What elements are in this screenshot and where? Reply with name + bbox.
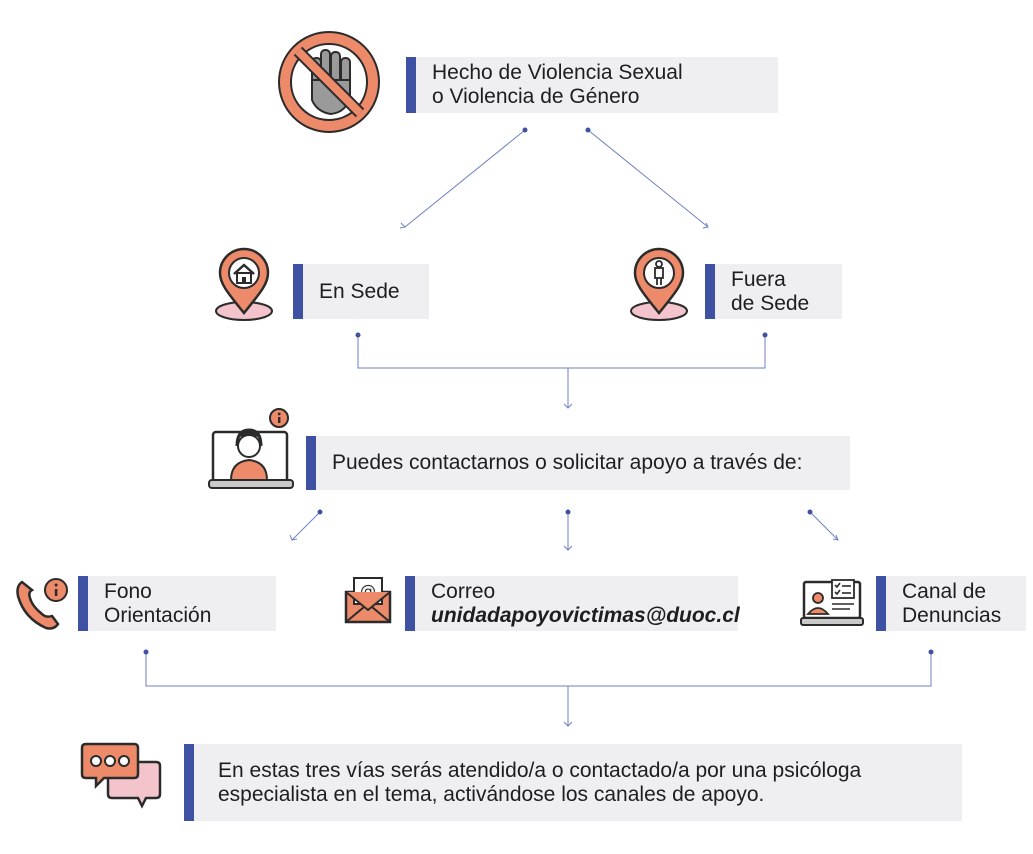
chat-bubbles-icon (80, 740, 164, 810)
canal-line2: Denuncias (902, 603, 1002, 627)
start-box: Hecho de Violencia Sexual o Violencia de… (406, 57, 778, 113)
phone-info-icon (12, 572, 72, 634)
connector-contact-canal (809, 511, 839, 541)
connector-start-fuera-sede (587, 129, 709, 228)
correo-line1: Correo (431, 579, 496, 603)
fono-line2: Orientación (104, 603, 212, 627)
contact-box: Puedes contactarnos o solicitar apoyo a … (306, 436, 850, 490)
person-location-pin-icon (627, 245, 691, 323)
accent-bar (406, 57, 416, 113)
fono-line1: Fono (104, 579, 152, 603)
correo-box: Correo unidadapoyovictimas@duoc.cl (405, 576, 740, 631)
connector-contact-fono (291, 511, 321, 541)
canal-box: Canal de Denuncias (876, 576, 1026, 631)
correo-email-link[interactable]: unidadapoyovictimas@duoc.cl (431, 603, 740, 627)
fono-box: Fono Orientación (78, 576, 276, 631)
start-line2: o Violencia de Género (432, 85, 640, 108)
stop-hand-icon (277, 30, 381, 134)
en-sede-label: En Sede (319, 279, 400, 303)
result-line1: En estas tres vías serás atendido/a o co… (218, 758, 862, 782)
canal-line1: Canal de (902, 579, 987, 603)
accent-bar (306, 436, 316, 490)
accent-bar (293, 264, 303, 319)
accent-bar (876, 576, 886, 631)
home-location-pin-icon (212, 245, 276, 323)
connector-start-en-sede (404, 129, 526, 228)
fuera-sede-line2: de Sede (731, 291, 810, 315)
en-sede-box: En Sede (293, 264, 429, 319)
accent-bar (405, 576, 415, 631)
connector-merge-channels (145, 652, 932, 687)
result-line2: especialista en el tema, activándose los… (218, 782, 765, 806)
fuera-sede-box: Fuera de Sede (705, 264, 842, 319)
start-line1: Hecho de Violencia Sexual (432, 61, 683, 84)
result-box: En estas tres vías serás atendido/a o co… (184, 744, 962, 821)
report-form-screen-icon (800, 578, 864, 628)
connector-merge-sedes (357, 335, 766, 369)
fuera-sede-line1: Fuera (731, 267, 786, 291)
support-agent-laptop-icon (207, 406, 297, 492)
email-envelope-icon: @ (342, 574, 394, 626)
accent-bar (78, 576, 88, 631)
accent-bar (184, 744, 194, 821)
accent-bar (705, 264, 715, 319)
contact-text: Puedes contactarnos o solicitar apoyo a … (332, 451, 803, 474)
